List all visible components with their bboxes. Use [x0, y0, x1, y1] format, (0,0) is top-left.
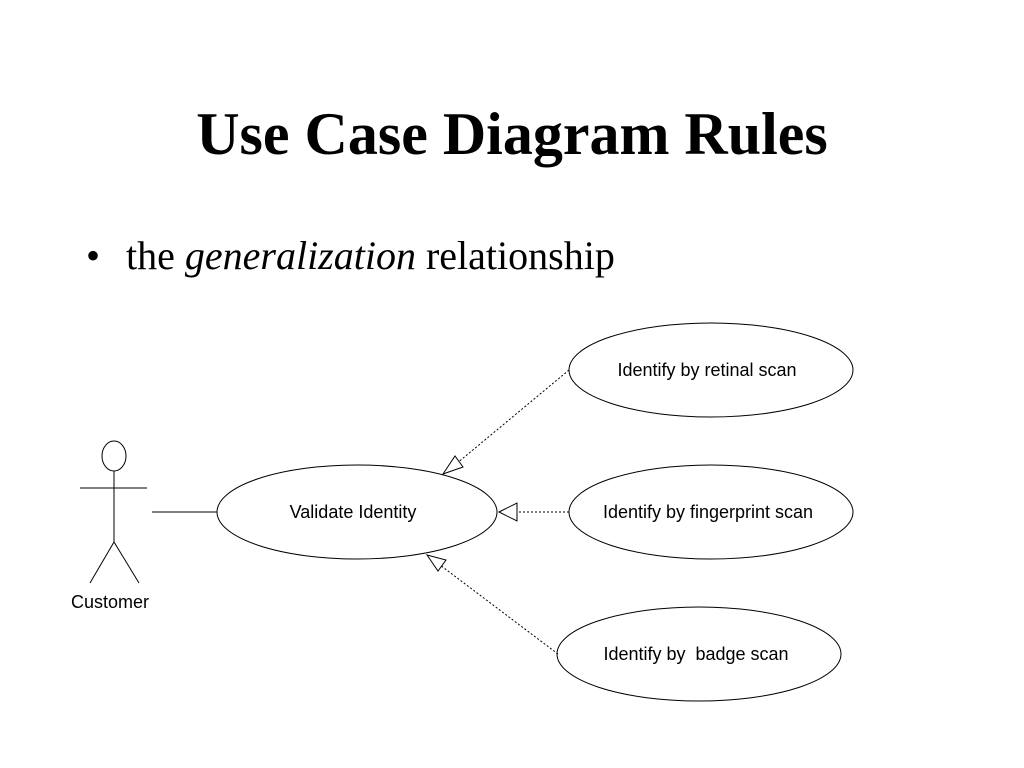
generalization-badge-line: [439, 564, 559, 655]
use-case-validate-identity: Validate Identity: [216, 464, 498, 560]
use-case-validate-ellipse: [216, 464, 498, 560]
generalization-retinal: [441, 369, 570, 475]
actor-right-leg: [113, 541, 140, 584]
generalization-fingerprint: [497, 502, 569, 522]
slide-title: Use Case Diagram Rules: [196, 101, 828, 167]
bullet-prefix: the: [126, 233, 185, 278]
use-case-badge-scan: Identify by badge scan: [556, 606, 842, 702]
use-case-fingerprint-label: Identify by fingerprint scan: [603, 502, 813, 522]
bullet-suffix: relationship: [415, 233, 615, 278]
use-case-retinal-scan: Identify by retinal scan: [568, 322, 854, 418]
bullet-symbol: •: [86, 233, 101, 278]
bullet-emphasis: generalization: [184, 233, 416, 278]
generalization-badge: [425, 554, 559, 655]
use-case-retinal-label: Identify by retinal scan: [617, 360, 796, 380]
generalization-badge-arrowhead: [425, 554, 447, 572]
use-case-validate-label: Validate Identity: [290, 502, 417, 522]
generalization-retinal-line: [455, 369, 570, 465]
actor-left-leg: [89, 541, 115, 584]
use-case-fingerprint-scan: Identify by fingerprint scan: [568, 464, 854, 560]
bullet-point: • the generalization relationship: [86, 230, 615, 282]
generalization-retinal-arrowhead: [441, 455, 464, 475]
actor-label: Customer: [71, 592, 149, 612]
use-case-badge-ellipse: [556, 606, 842, 702]
actor-head: [101, 440, 127, 472]
actor-customer: Customer: [71, 440, 149, 612]
generalization-fingerprint-arrowhead: [497, 502, 518, 522]
use-case-badge-label: Identify by badge scan: [603, 644, 788, 664]
